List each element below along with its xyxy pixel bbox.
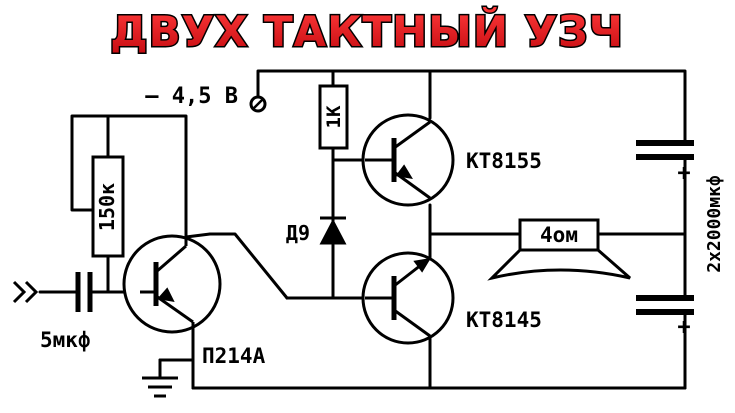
collector-resistor [318,84,349,150]
speaker-label: 4ом [540,223,578,247]
bias-resistor [91,155,125,258]
bias-resistor-label: 150к [95,183,119,231]
supply-rail [256,69,687,142]
diagram-title: ДВУХ ТАКТНЫЙ УЗЧ [110,6,624,56]
speaker-icon [487,218,631,281]
collector-resistor-label: 1К [323,105,345,128]
ground-icon [142,376,178,398]
lower-transistor [361,251,455,345]
input-transistor [122,234,222,334]
driver-wire [208,232,289,300]
lower-transistor-label: КТ8145 [466,308,542,332]
input-cap-label: 5мкф [40,328,91,352]
cap-top-plus: + [677,161,690,186]
input-arrow-icon [12,280,39,304]
bias-collector-wire [106,114,188,239]
upper-transistor [361,113,455,207]
diode [319,210,347,245]
output-capacitor-bottom [636,295,694,315]
wiring [38,69,687,390]
output-caps-label: 2х2000мкф [704,175,725,273]
cap-bottom-plus: + [677,315,690,340]
output-capacitor-top [636,140,694,160]
diode-label: Д9 [286,221,310,245]
input-capacitor [75,272,93,312]
supply-label: – 4,5 В [145,84,238,109]
bias-loop-wire [70,114,110,212]
upper-transistor-label: КТ8155 [466,149,542,173]
input-transistor-label: П214А [202,344,266,368]
